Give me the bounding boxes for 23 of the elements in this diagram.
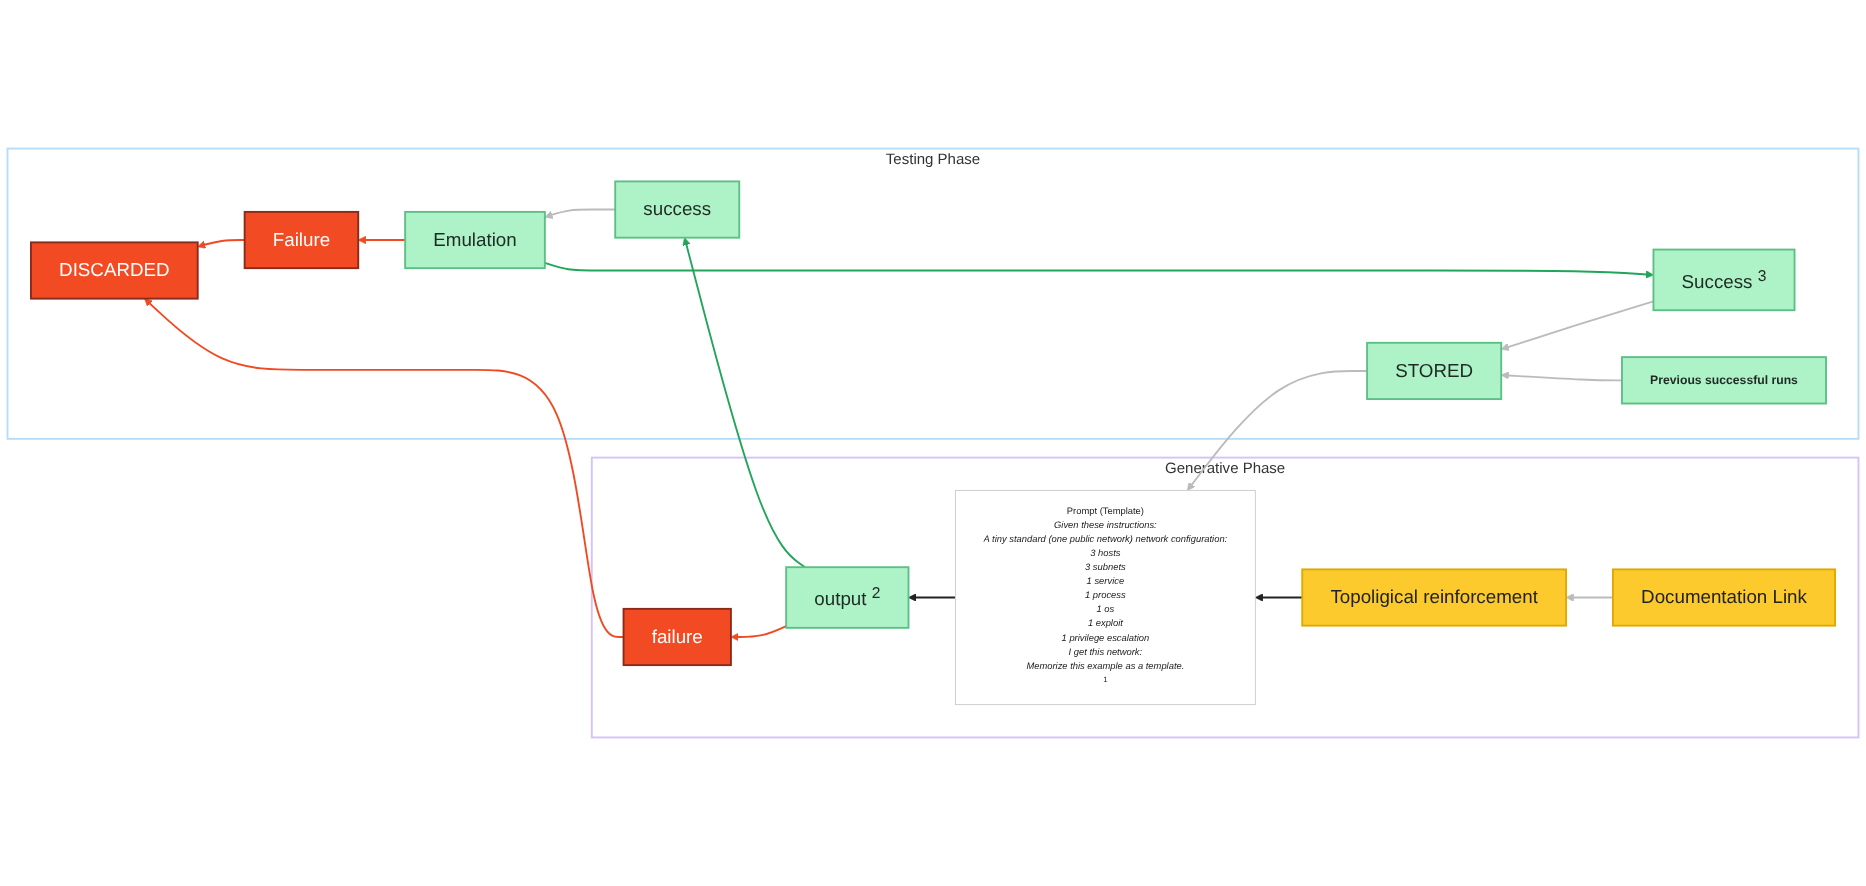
arrow	[544, 208, 617, 219]
node-box: DISCARDED	[30, 241, 199, 300]
node-box: Failure	[243, 210, 360, 270]
arrow	[730, 625, 788, 642]
arrow	[1565, 593, 1614, 602]
node-box: failure	[622, 607, 732, 667]
arrow	[682, 237, 806, 569]
arrow	[1500, 371, 1623, 382]
arrow	[1254, 593, 1304, 602]
arrow	[908, 593, 957, 602]
arrow	[1186, 370, 1369, 491]
arrow	[543, 261, 1654, 279]
node-box: Documentation Link	[1612, 568, 1836, 627]
arrow	[197, 239, 246, 249]
arrow	[1500, 300, 1655, 351]
arrow	[144, 298, 625, 638]
node-box: STORED	[1366, 341, 1503, 401]
node-box: Topoligical reinforcement	[1301, 568, 1567, 627]
node-box: Success $^{3}$	[1652, 248, 1796, 312]
arrow	[357, 235, 407, 245]
node-box: output $^{2}$	[785, 566, 910, 629]
node-box: success	[614, 180, 741, 239]
node-box: Emulation	[404, 210, 546, 270]
